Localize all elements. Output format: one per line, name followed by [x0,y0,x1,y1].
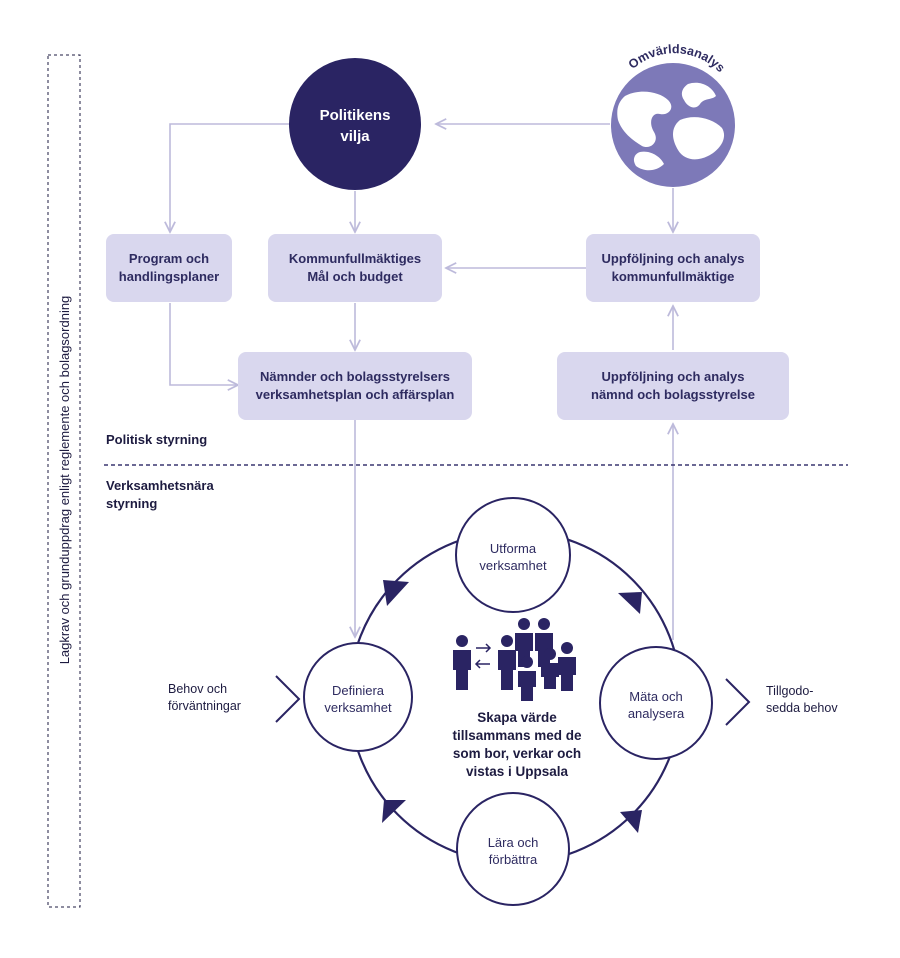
namnder-line1: Nämnder och bolagsstyrelsers [260,369,450,384]
tillgodosedda-line2: sedda behov [766,701,838,715]
cycle-arrow-topright [618,592,642,614]
uppfoljning-kf-line1: Uppföljning och analys [601,251,744,266]
utforma-line2: verksamhet [479,558,547,573]
definiera-node [303,642,413,752]
center-line2: tillsammans med de [452,728,582,743]
behov-line2: förväntningar [168,699,241,713]
center-line1: Skapa värde [477,710,557,725]
kommunfullmaktiges-line2: Mål och budget [307,269,403,284]
program-line2: handlingsplaner [119,269,219,284]
uppfoljning-namnd-box [557,352,789,420]
politikens-vilja-line2: vilja [340,128,370,145]
tillgodosedda-line1: Tillgodo- [766,684,813,698]
behov-line1: Behov och [168,682,227,696]
verksamhetsnara-line2: styrning [106,496,157,511]
mata-node [599,646,713,760]
utforma-node [455,497,571,613]
uppfoljning-kf-box [586,234,760,302]
input-chevron [275,675,301,723]
center-line4: vistas i Uppsala [466,764,569,779]
mata-line2: analysera [628,706,685,721]
cycle-arrow-bottomleft [382,800,406,823]
connector-lines [170,124,673,640]
sidebar-frame [47,54,81,908]
program-box [106,234,232,302]
mata-line1: Mäta och [629,689,682,704]
verksamhetsnara-line1: Verksamhetsnära [106,478,214,493]
definiera-line1: Definiera [332,683,385,698]
definiera-line2: verksamhet [324,700,392,715]
program-line1: Program och [129,251,209,266]
uppfoljning-namnd-line2: nämnd och bolagsstyrelse [591,387,755,402]
politikens-vilja-circle [289,58,421,190]
politikens-vilja-line1: Politikens [320,107,391,124]
politisk-styrning-label: Politisk styrning [106,432,207,447]
cycle-arrow-topleft [383,580,409,606]
globe-icon [611,63,735,187]
utforma-line1: Utforma [490,541,537,556]
cycle-arrow-bottomright [620,810,642,833]
output-chevron [725,678,751,726]
namnder-line2: verksamhetsplan och affärsplan [256,387,455,402]
uppfoljning-kf-line2: kommunfullmäktige [612,269,735,284]
kommunfullmaktiges-line1: Kommunfullmäktiges [289,251,421,266]
sidebar-label: Lagkrav och grunduppdrag enligt reglemen… [57,296,72,665]
uppfoljning-namnd-line1: Uppföljning och analys [601,369,744,384]
people-group-icon [453,618,576,701]
lara-line2: förbättra [489,852,538,867]
namnder-box [238,352,472,420]
center-line3: som bor, verkar och [453,746,581,761]
lara-node [456,792,570,906]
lara-line1: Lära och [488,835,539,850]
kommunfullmaktiges-box [268,234,442,302]
